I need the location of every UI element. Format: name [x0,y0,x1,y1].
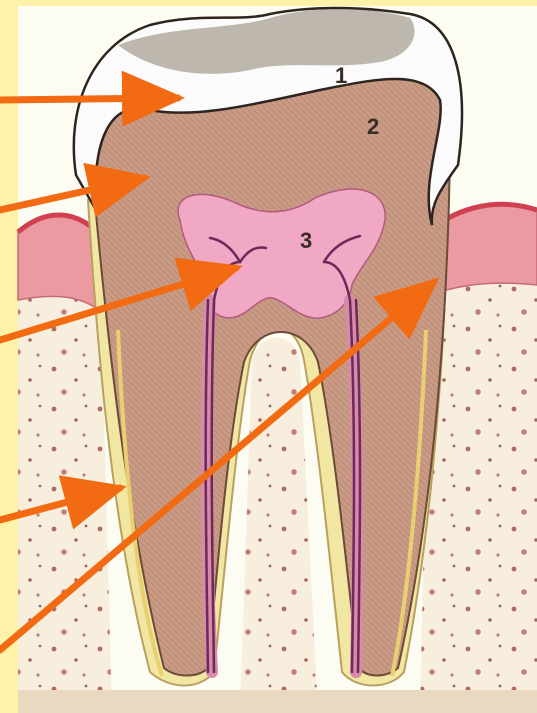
label-enamel: 1 [335,63,347,88]
arrow-enamel [0,98,178,100]
bone-base [18,690,537,713]
label-dentin: 2 [367,114,379,139]
label-pulp: 3 [300,228,312,253]
